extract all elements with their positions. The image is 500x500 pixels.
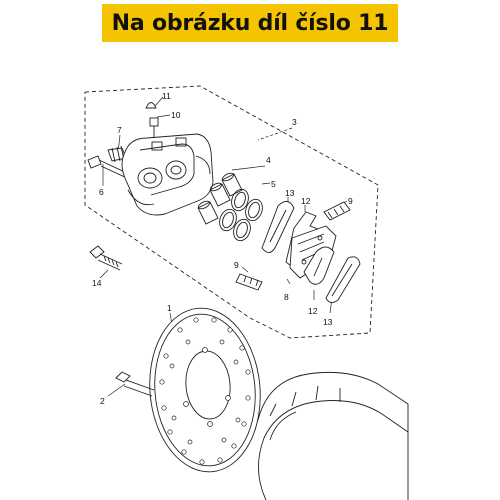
callout-12-lower: 12	[308, 306, 318, 316]
callout-3: 3	[292, 117, 297, 127]
callout-1: 1	[167, 303, 172, 313]
callout-9-upper: 9	[348, 196, 353, 206]
leader-lines	[99, 96, 348, 397]
callout-14: 14	[92, 278, 102, 288]
callout-13-upper: 13	[285, 188, 295, 198]
callout-11: 11	[162, 91, 171, 101]
title-banner: Na obrázku díl číslo 11	[102, 4, 398, 42]
wheel-hub	[257, 371, 409, 500]
callout-12-upper: 12	[301, 196, 311, 206]
brake-disc-1	[149, 307, 261, 473]
bleeder-cap-11	[145, 102, 157, 109]
shim-13-upper	[261, 201, 295, 253]
caliper-assembly-outline	[84, 85, 379, 339]
callout-6: 6	[99, 187, 104, 197]
caliper-body	[121, 133, 214, 216]
bolt-14	[89, 245, 123, 271]
brake-pad-12-lower	[303, 246, 335, 285]
bolt-2	[115, 371, 155, 397]
pad-clip-9-upper	[323, 201, 351, 221]
callout-2: 2	[100, 396, 105, 406]
callout-10: 10	[171, 110, 181, 120]
title-text: Na obrázku díl číslo 11	[111, 10, 389, 36]
callout-13-lower: 13	[323, 317, 333, 327]
bleeder-screw-10	[149, 117, 159, 138]
pad-spring-8	[289, 225, 337, 279]
callout-4: 4	[266, 155, 271, 165]
callout-labels: 11 10 7 6 3 4 5 13 12 9 9 8 12 13 14 1 2	[92, 91, 353, 406]
callout-5: 5	[271, 179, 276, 189]
callout-9-lower: 9	[234, 260, 239, 270]
seals-5	[219, 188, 263, 242]
callout-8: 8	[284, 292, 289, 302]
shim-13-lower	[325, 256, 361, 303]
callout-7: 7	[117, 125, 122, 135]
pad-clip-9-lower	[235, 273, 263, 291]
